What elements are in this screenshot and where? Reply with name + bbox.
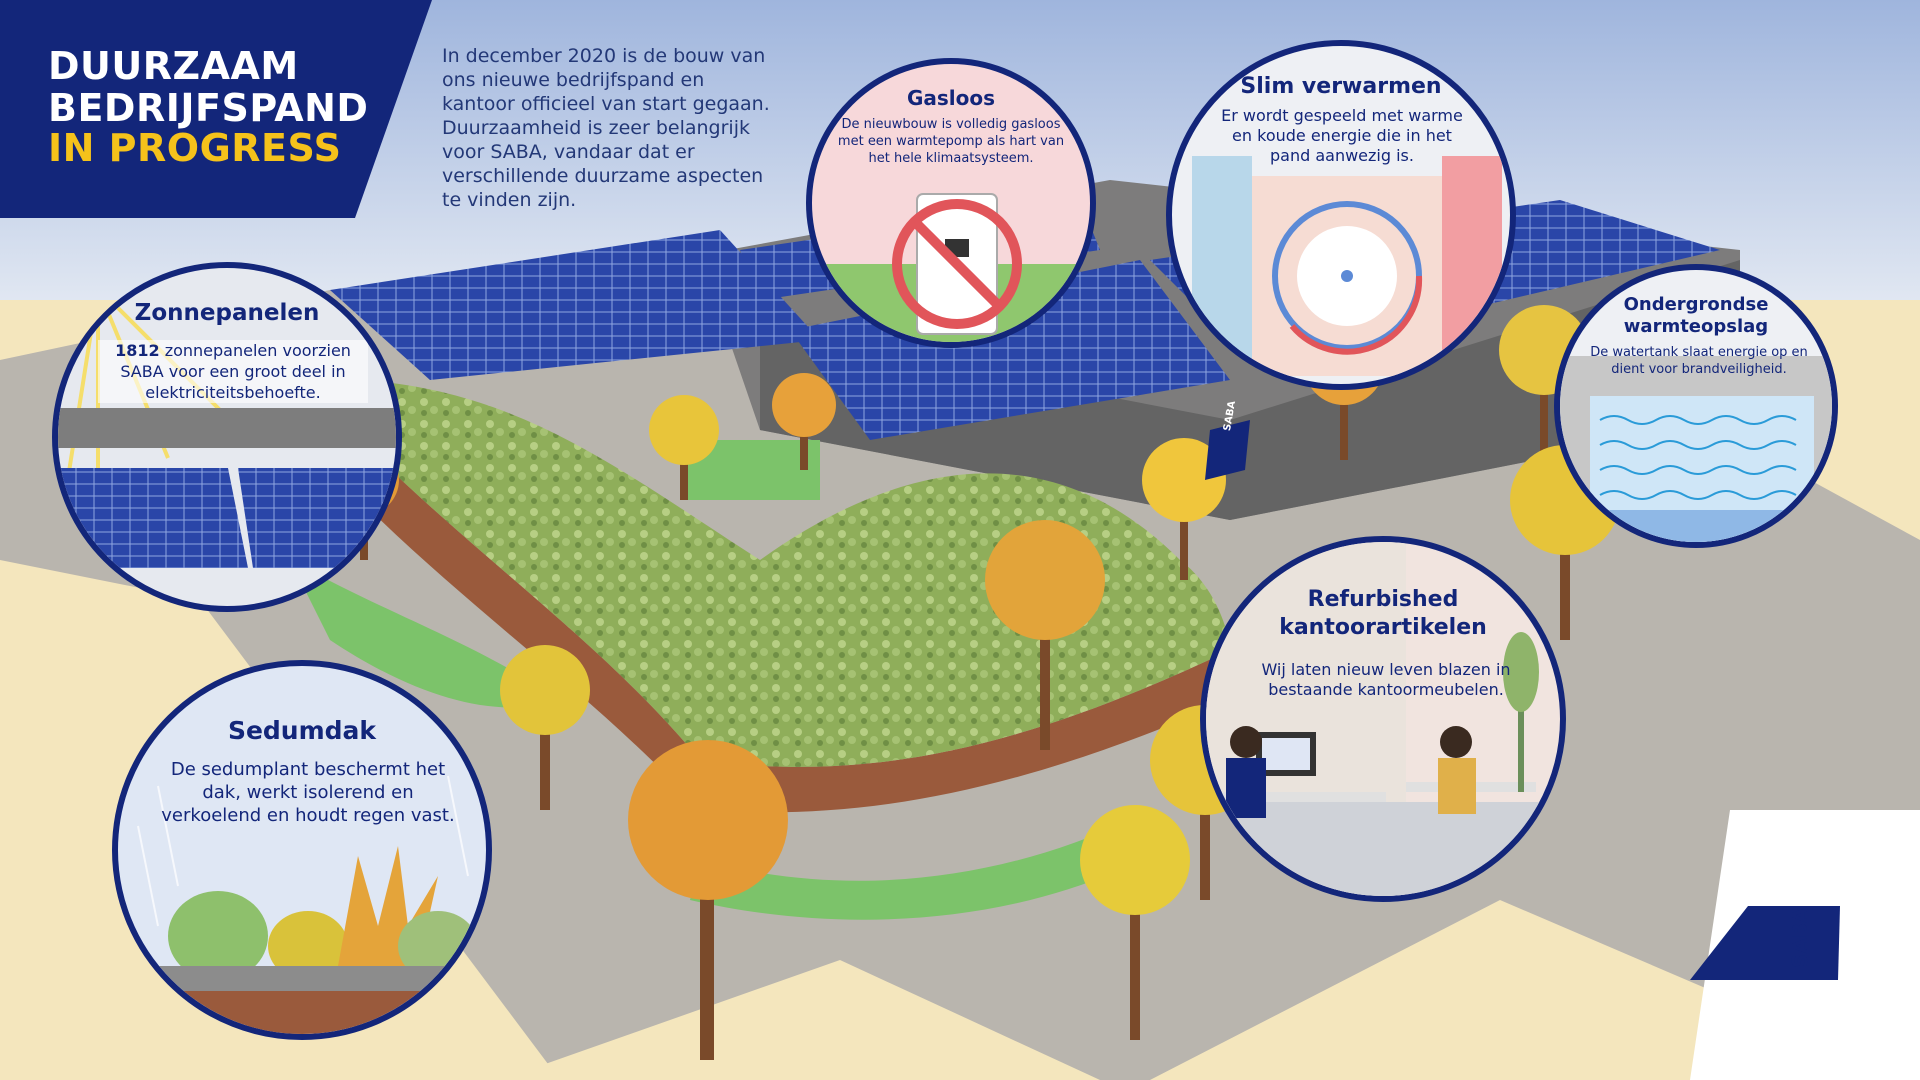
title-line1: DUURZAAM xyxy=(48,44,299,88)
solar-roof-mid xyxy=(790,260,1230,440)
warmteopslag-title: Ondergrondse warmteopslag xyxy=(1560,294,1832,338)
warmteopslag-text: De watertank slaat energie op en dient v… xyxy=(1590,345,1808,377)
sedumdak-text: De sedumplant beschermt het dak, werkt i… xyxy=(161,759,455,826)
sun-rays-icon xyxy=(58,286,396,568)
sedum-plant-icon xyxy=(118,775,486,1034)
grass-path xyxy=(690,820,1144,920)
refurbished-circle: Refurbished kantoorartikelen Wij laten n… xyxy=(1200,536,1566,902)
brick-facade xyxy=(360,440,1230,813)
gasloos-text: De nieuwbouw is volledig gasloos met een… xyxy=(837,117,1065,166)
title-banner: DUURZAAM BEDRIJFSPAND IN PROGRESS xyxy=(0,0,440,220)
refurbished-text: Wij laten nieuw leven blazen in bestaand… xyxy=(1261,660,1511,699)
warmteopslag-circle: Ondergrondse warmteopslag De watertank s… xyxy=(1554,264,1838,548)
office-desk-icon xyxy=(1206,542,1560,896)
grass-left xyxy=(290,560,560,708)
gasloos-circle: Gasloos De nieuwbouw is volledig gasloos… xyxy=(806,58,1096,348)
intro-text: In december 2020 is de bouw van ons nieu… xyxy=(442,45,770,211)
water-tank-icon xyxy=(1560,356,1832,542)
zonnepanelen-desc: zonnepanelen voorzien SABA voor een groo… xyxy=(120,341,351,402)
zonnepanelen-circle: Zonnepanelen 1812 zonnepanelen voorzien … xyxy=(52,262,402,612)
sedumdak-title: Sedumdak xyxy=(227,716,377,745)
sedum-roof xyxy=(360,380,1230,767)
no-gas-boiler-icon xyxy=(812,193,1090,342)
title-banner-bg xyxy=(0,0,432,218)
slim-verwarmen-text: Er wordt gespeeld met warme en koude ene… xyxy=(1221,106,1463,165)
refurbished-title: Refurbished kantoorartikelen xyxy=(1206,586,1560,642)
title-line2: BEDRIJFSPAND xyxy=(48,86,369,130)
heat-exchange-fan-icon xyxy=(1192,156,1502,376)
zonnepanelen-title: Zonnepanelen xyxy=(134,300,320,326)
title-line3: IN PROGRESS xyxy=(48,126,342,170)
refurbished-title-line2: kantoorartikelen xyxy=(1279,615,1487,640)
warmteopslag-title-line2: warmteopslag xyxy=(1623,316,1769,337)
slim-verwarmen-circle: Slim verwarmen Er wordt gespeeld met war… xyxy=(1166,40,1516,390)
warmteopslag-title-line1: Ondergrondse xyxy=(1623,294,1769,315)
slim-verwarmen-title: Slim verwarmen xyxy=(1240,74,1442,99)
zonnepanelen-text: 1812 zonnepanelen voorzien SABA voor een… xyxy=(98,340,368,403)
logo-panel xyxy=(1690,810,1920,1080)
gasloos-title: Gasloos xyxy=(906,86,996,110)
zonnepanelen-count: 1812 xyxy=(115,341,160,360)
refurbished-title-line1: Refurbished xyxy=(1307,587,1459,612)
building-sign xyxy=(1205,420,1250,480)
sedumdak-circle: Sedumdak De sedumplant beschermt het dak… xyxy=(112,660,492,1040)
saba-logo: SABA xyxy=(1788,907,1812,968)
solar-roof-left xyxy=(330,230,820,380)
